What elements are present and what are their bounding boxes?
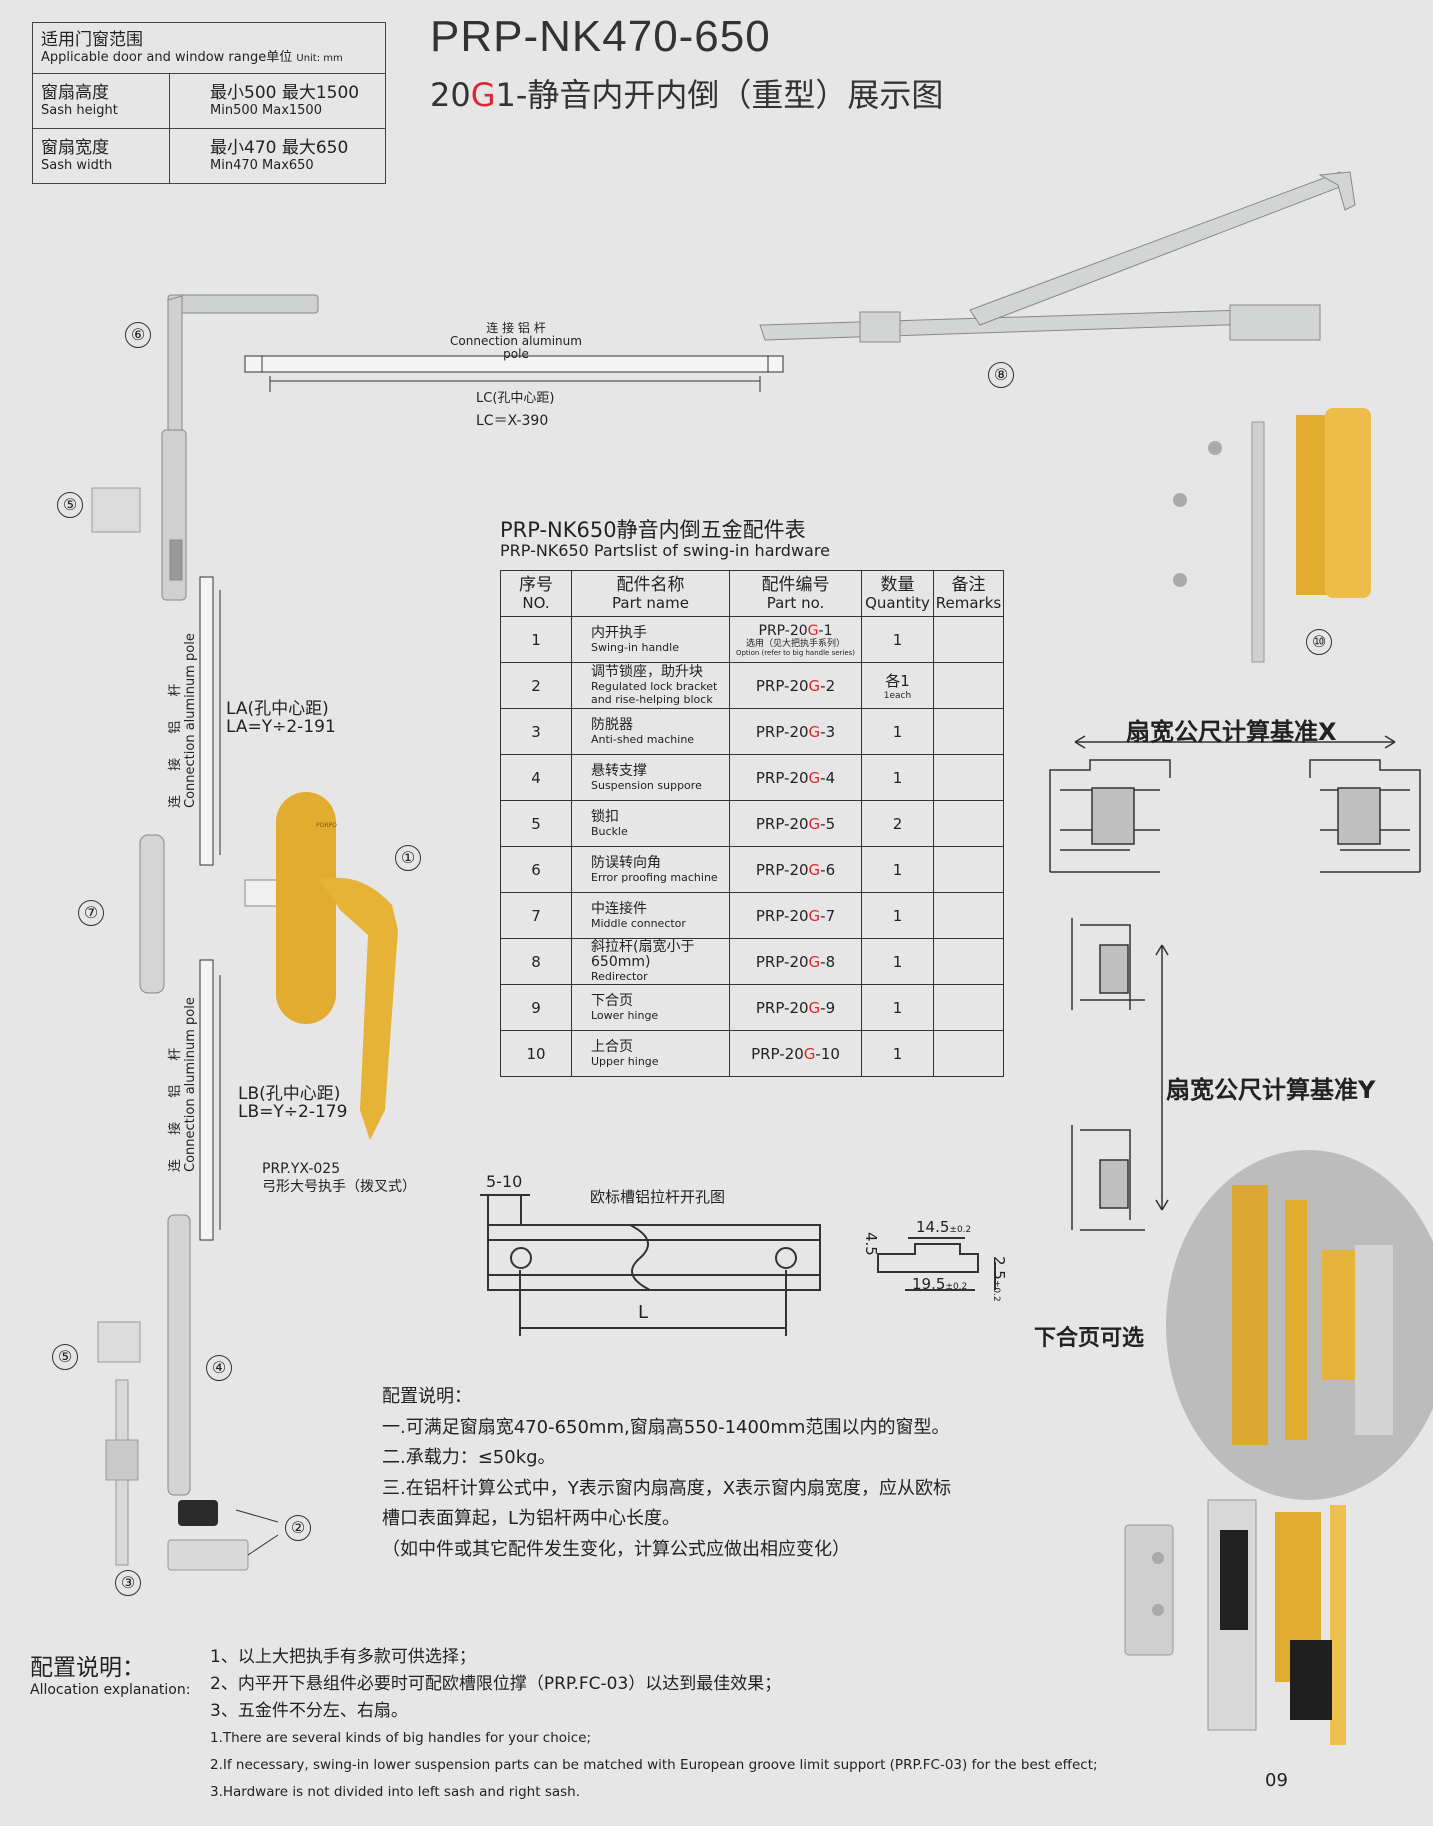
marker-10: ⑩ [1306, 629, 1332, 655]
corner-drive-image [161, 294, 319, 601]
top-pole-label: 连 接 铝 杆 Connection aluminum pole [450, 321, 582, 361]
lc-label: LC(孔中心距) [476, 391, 555, 406]
redirector-image [759, 171, 1356, 343]
top-pole [244, 355, 784, 392]
marker-5a: ⑤ [57, 492, 83, 518]
left-pole-b [199, 959, 221, 1241]
alloc-title-en: Allocation explanation: [30, 1682, 191, 1698]
handle-image [244, 792, 398, 1140]
lower-hinge-parts-image [1124, 1499, 1346, 1745]
alloc-list: 1、以上大把执手有多款可供选择； 2、内平开下悬组件必要时可配欧槽限位撑（PRP… [210, 1647, 1098, 1800]
width-en: Sash width [41, 158, 113, 173]
profile-x-image [1049, 735, 1421, 873]
slot-d5: 2.5±0.2 [990, 1256, 1008, 1302]
marker-09: 09 [1265, 1770, 1288, 1791]
handle-brand: PORPO [316, 822, 337, 829]
width-cn: 窗扇宽度 [41, 138, 109, 158]
hinge-optional-label: 下合页可选 [1034, 1326, 1145, 1351]
marker-5b: ⑤ [52, 1344, 78, 1370]
marker-1: ① [395, 845, 421, 871]
slot-d2: 14.5±0.2 [916, 1218, 972, 1236]
la-label: LA(孔中心距) LA=Y÷2-191 [226, 699, 336, 737]
x-label: 扇宽公尺计算基准X [1126, 718, 1337, 746]
slot-section [877, 1237, 996, 1291]
slot-d4: 4.5 [862, 1232, 880, 1256]
range-cn: 适用门窗范围 [41, 29, 143, 50]
height-en: Sash height [41, 103, 118, 118]
slot-d3: 19.5±0.2 [912, 1275, 968, 1293]
upper-hinge-image [1173, 408, 1371, 663]
left-pole-a-label: 连 接 铝 杆 Connection aluminum pole [168, 633, 198, 808]
left-pole-a [199, 576, 221, 866]
range-en: Applicable door and window range [41, 49, 267, 65]
lc-formula: LC＝X-390 [476, 413, 549, 429]
page-subtitle: 20G1-静音内开内倒（重型）展示图 [430, 76, 944, 114]
marker-4: ④ [206, 1355, 232, 1381]
left-pole-b-label: 连 接 铝 杆 Connection aluminum pole [168, 997, 198, 1172]
width-val-cn: 最小470 最大650 [210, 138, 349, 158]
buckle-top-image [91, 487, 141, 533]
slot-title: 欧标槽铝拉杆开孔图 [590, 1188, 726, 1206]
slot-L: L [638, 1302, 649, 1323]
marker-3: ③ [115, 1570, 141, 1596]
profile-y-image [1071, 918, 1169, 1231]
marker-8: ⑧ [988, 362, 1014, 388]
marker-7: ⑦ [78, 900, 104, 926]
height-cn: 窗扇高度 [41, 83, 109, 103]
page-title: PRP-NK470-650 [430, 12, 771, 61]
parts-title-cn: PRP-NK650静音内倒五金配件表 [500, 518, 806, 542]
lock-bracket-image [178, 1500, 218, 1526]
middle-connector-image [139, 834, 165, 994]
buckle-bottom-image [97, 1321, 141, 1363]
handle-caption: PRP.YX-025 弓形大号执手（拨叉式） [262, 1161, 416, 1195]
height-val-cn: 最小500 最大1500 [210, 83, 360, 103]
marker-2: ② [285, 1515, 311, 1541]
parts-title-en: PRP-NK650 Partslist of swing-in hardware [500, 541, 830, 560]
spec-table: 适用门窗范围 Applicable door and window range单… [32, 22, 386, 184]
marker-6: ⑥ [125, 322, 151, 348]
y-label: 扇宽公尺计算基准Y [1166, 1076, 1376, 1104]
slot-d1: 5-10 [486, 1172, 523, 1191]
height-val-en: Min500 Max1500 [210, 103, 322, 118]
width-val-en: Min470 Max650 [210, 158, 314, 173]
alloc-title-cn: 配置说明： [30, 1655, 145, 1681]
config-notes: 配置说明： 一.可满足窗扇宽470-650mm,窗扇高550-1400mm范围以… [382, 1386, 952, 1560]
lb-label: LB(孔中心距) LB=Y÷2-179 [238, 1084, 348, 1122]
suspension-image [167, 1214, 191, 1496]
lower-hinge-ellipse-image [1166, 1150, 1433, 1500]
slot-drawing [480, 1194, 821, 1336]
